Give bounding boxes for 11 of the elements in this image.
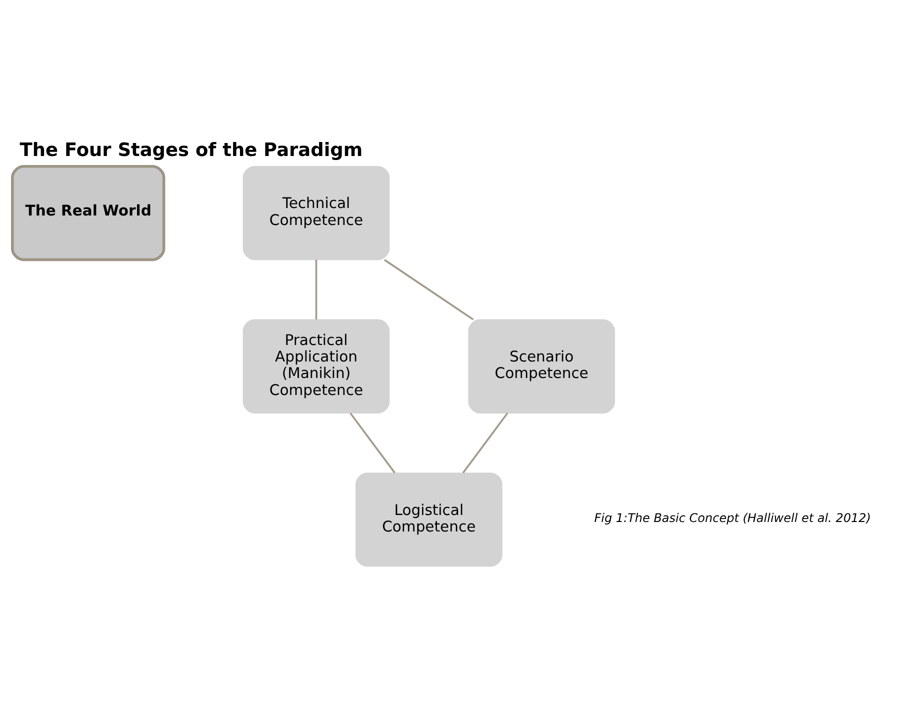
diagram-title: The Four Stages of the Paradigm	[20, 140, 363, 161]
node-box: Logistical Competence	[355, 472, 502, 566]
label: Fig 1:The Basic Concept (Halliwell et al. 2012)	[594, 510, 871, 524]
connector	[462, 412, 508, 473]
node-box: Practical Application (Manikin) Competence	[242, 318, 390, 413]
connector	[384, 258, 474, 320]
node-box: Scenario Competence	[468, 318, 616, 413]
connector	[350, 412, 396, 473]
node-box: The Real World	[11, 164, 166, 261]
node-box: Technical Competence	[242, 165, 390, 260]
connector	[315, 259, 318, 319]
